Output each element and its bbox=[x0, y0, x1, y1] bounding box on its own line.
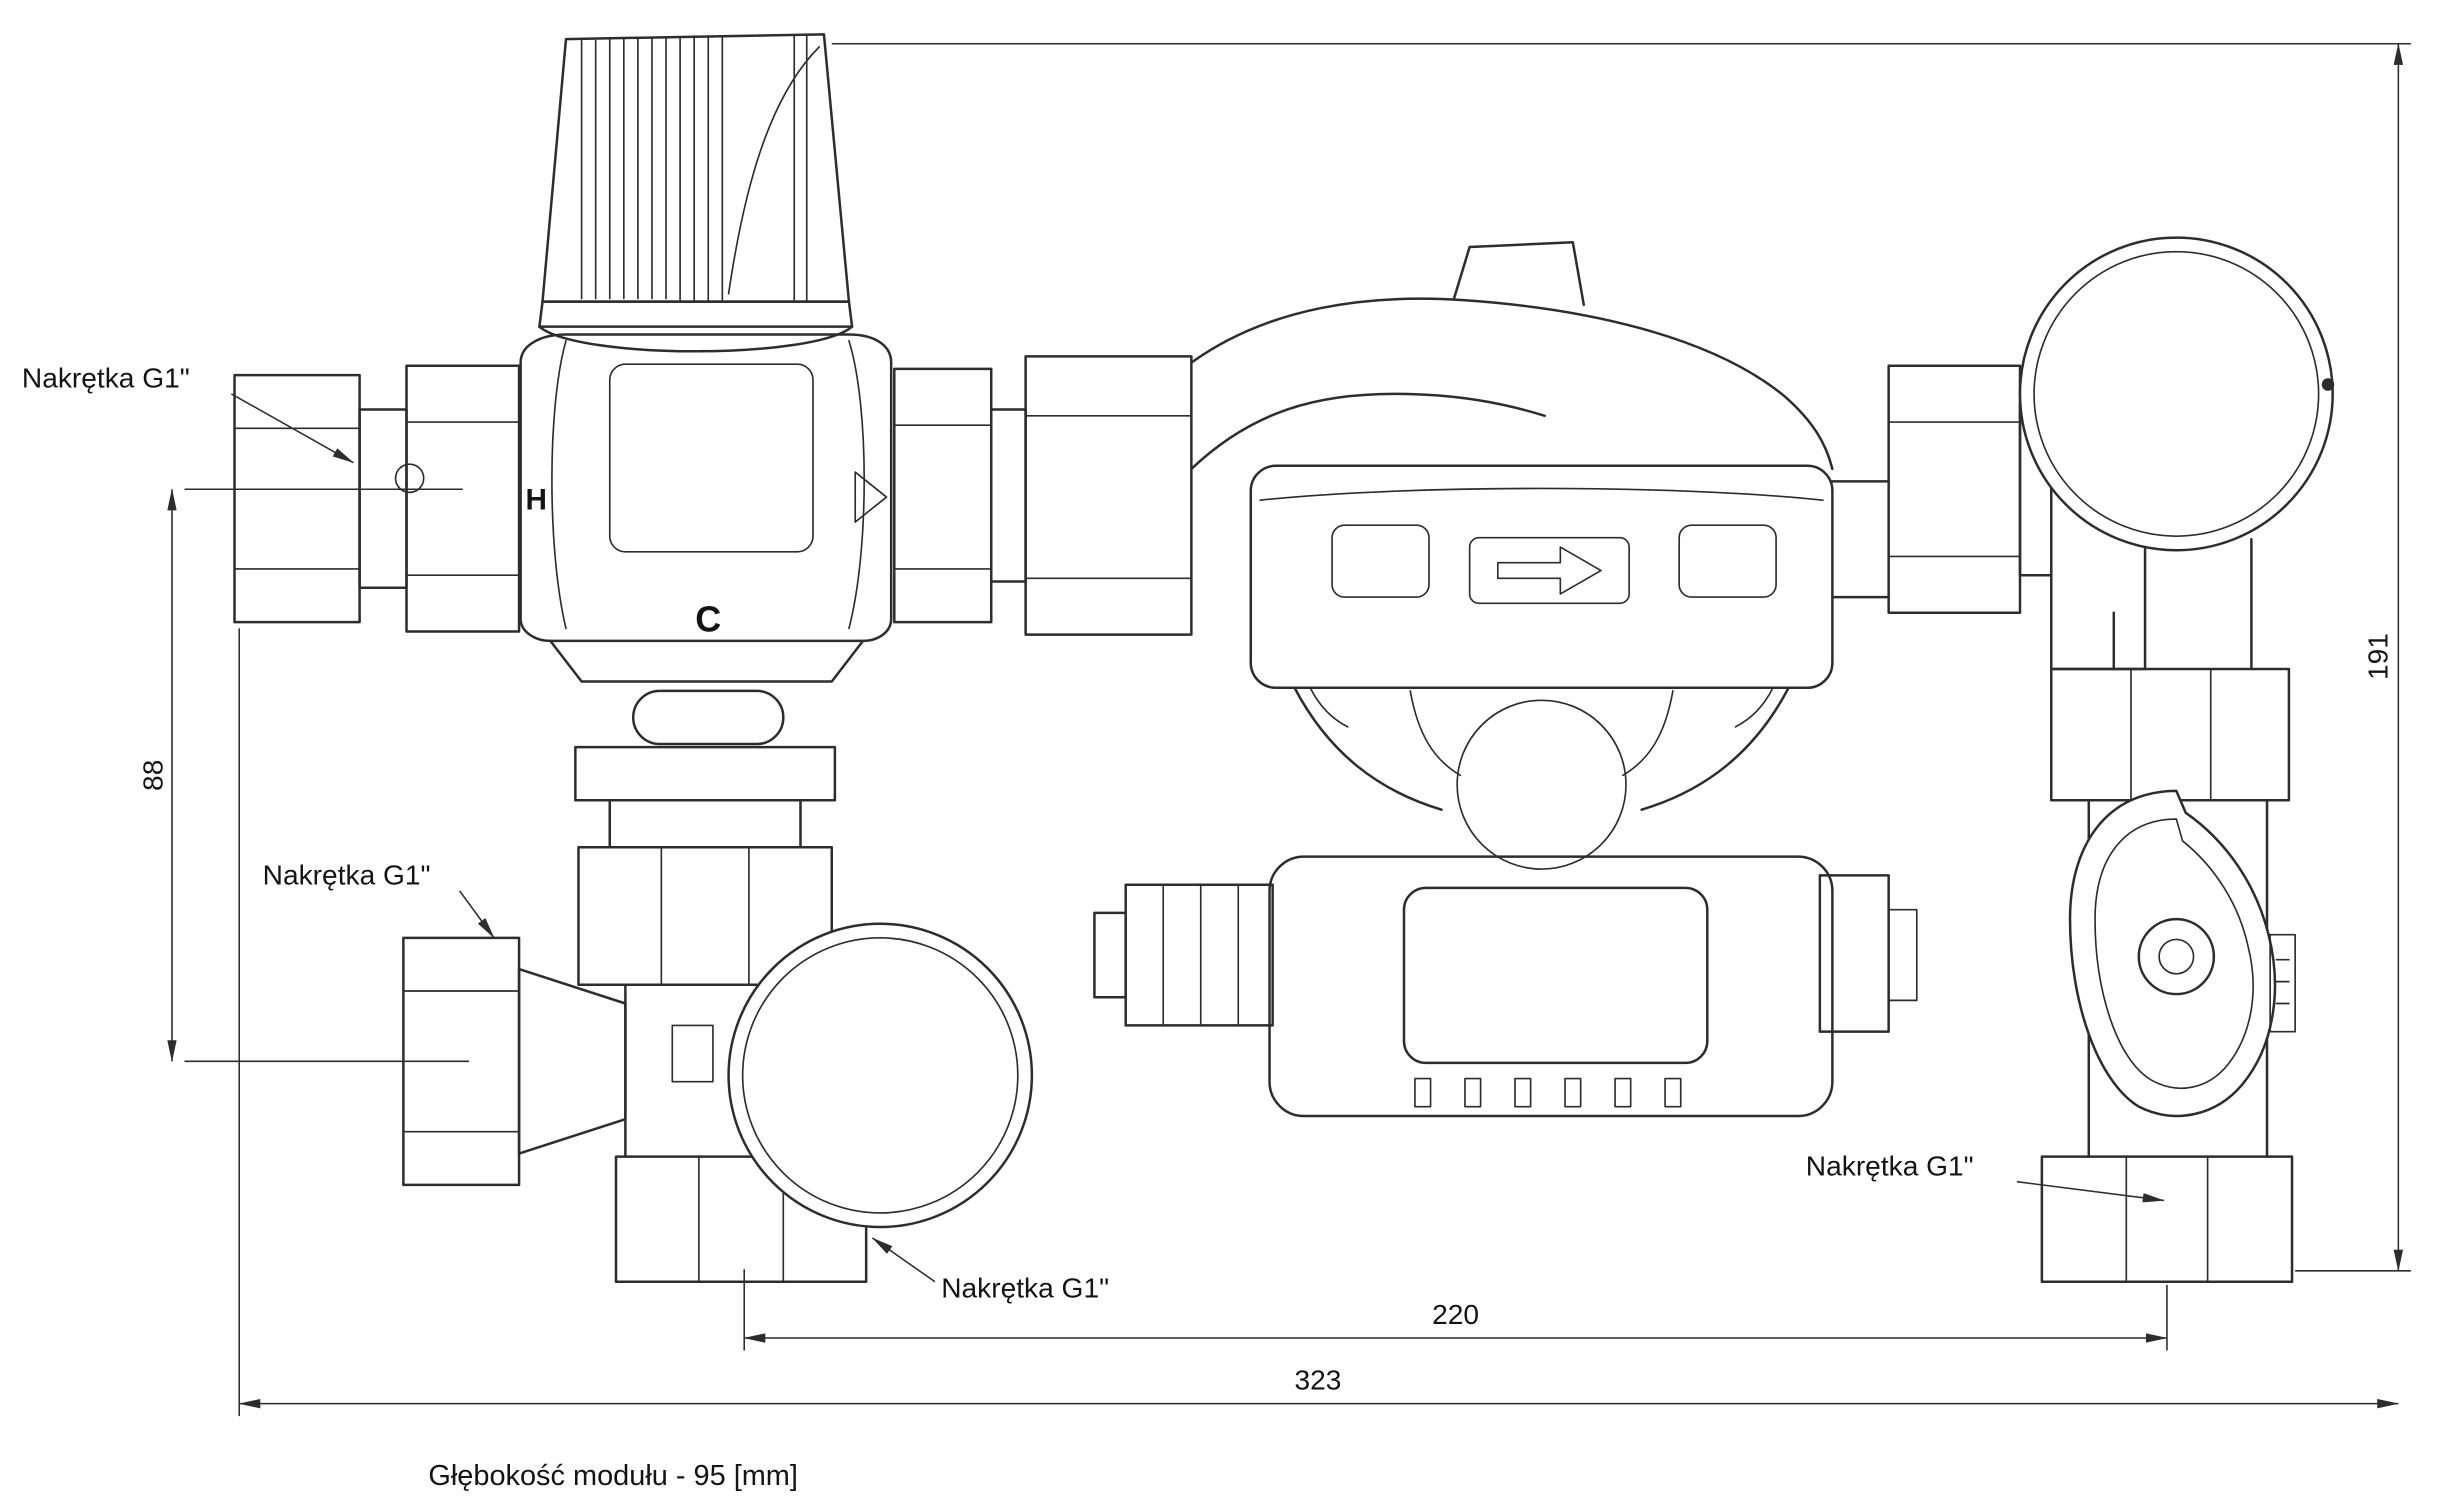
right-union-nut bbox=[1887, 364, 2022, 614]
flow-arrow-plate bbox=[1468, 536, 1630, 605]
valve-body bbox=[519, 333, 893, 643]
right-hex-nut bbox=[2050, 667, 2291, 802]
pump-display bbox=[1402, 886, 1709, 1065]
label-nut-g1-mid-left: Nakrętka G1" bbox=[263, 860, 431, 891]
handwheel-dot bbox=[2321, 378, 2335, 391]
valve-knob bbox=[541, 33, 851, 303]
dim-text-220: 220 bbox=[1432, 1299, 1479, 1330]
cable-gland bbox=[1124, 883, 1274, 1027]
valve-marking-cold: C bbox=[695, 598, 721, 639]
dimensions bbox=[167, 42, 2411, 1417]
module-depth-note: Głębokość modułu - 95 [mm] bbox=[428, 1460, 798, 1492]
centerline-mark bbox=[394, 463, 425, 494]
valve-window bbox=[608, 363, 814, 553]
right-ball-valve-assembly bbox=[1887, 236, 2335, 1283]
valve-marking-hot: H bbox=[526, 484, 547, 517]
valve-outlet-union bbox=[893, 355, 1193, 636]
dim-text-191: 191 bbox=[2362, 633, 2393, 680]
dim-text-323: 323 bbox=[1295, 1365, 1342, 1396]
dim-text-88: 88 bbox=[138, 760, 169, 791]
circulation-pump bbox=[1093, 241, 1918, 1118]
valve-marking-triangle-icon bbox=[854, 471, 888, 523]
leader-nut-top-left bbox=[231, 393, 355, 464]
lever-handle bbox=[2068, 789, 2277, 1118]
bottom-left-valve bbox=[402, 922, 1034, 1283]
label-nut-g1-bottom-center: Nakrętka G1" bbox=[941, 1272, 1109, 1303]
flow-arrow-icon bbox=[1496, 546, 1602, 595]
right-bottom-nut bbox=[2040, 1155, 2294, 1283]
handwheel-left bbox=[727, 922, 1034, 1229]
handwheel-right bbox=[2018, 236, 2334, 552]
left-inlet-union bbox=[233, 364, 521, 633]
valve-lower-stack bbox=[574, 689, 837, 986]
pump-head bbox=[1249, 464, 1834, 690]
pump-control-box bbox=[1268, 855, 1834, 1118]
label-nut-g1-top-left: Nakrętka G1" bbox=[22, 363, 190, 394]
label-nut-g1-bottom-right: Nakrętka G1" bbox=[1806, 1150, 1974, 1181]
leader-nut-bottom-center bbox=[871, 1237, 936, 1283]
leader-nut-bottom-right bbox=[2016, 1180, 2165, 1203]
leader-nut-mid-left bbox=[459, 890, 495, 939]
thermostatic-mixing-valve bbox=[233, 33, 1193, 986]
